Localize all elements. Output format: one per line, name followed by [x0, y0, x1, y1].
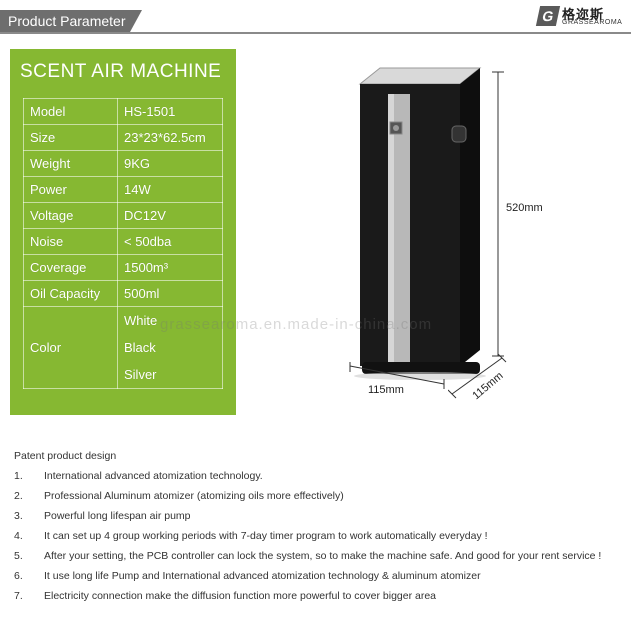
- item-number: 7.: [14, 590, 23, 602]
- spec-key: Power: [23, 176, 118, 203]
- height-label: 520mm: [506, 202, 543, 214]
- color-option: Black: [124, 340, 156, 355]
- list-item: 5. After your setting, the PCB controlle…: [14, 546, 620, 566]
- color-option: White: [124, 313, 158, 328]
- spec-value: 500ml: [117, 280, 223, 307]
- item-number: 2.: [14, 490, 23, 502]
- logo-mark-icon: G: [535, 6, 561, 26]
- table-row: Color White Black Silver: [23, 306, 223, 389]
- table-row: Coverage 1500m³: [23, 254, 223, 281]
- list-item: 7. Electricity connection make the diffu…: [14, 586, 620, 606]
- width-dimension-line: [349, 362, 445, 389]
- list-item: 1. International advanced atomization te…: [14, 466, 620, 486]
- spec-key: Noise: [23, 228, 118, 255]
- item-text: Electricity connection make the diffusio…: [44, 590, 437, 602]
- spec-table: Model HS-1501 Size 23*23*62.5cm Weight 9…: [23, 98, 223, 389]
- spec-key: Weight: [23, 150, 118, 177]
- spec-value: DC12V: [117, 202, 223, 229]
- header-divider: [0, 32, 631, 34]
- feature-intro: Patent product design: [14, 450, 117, 462]
- item-text: International advanced atomization techn…: [44, 470, 263, 482]
- list-item: 3. Powerful long lifespan air pump: [14, 506, 620, 526]
- machine-illustration: [354, 67, 486, 380]
- spec-value: 23*23*62.5cm: [117, 124, 223, 151]
- item-number: 4.: [14, 530, 23, 542]
- table-row: Oil Capacity 500ml: [23, 280, 223, 307]
- height-dimension-line: [492, 71, 504, 357]
- item-number: 6.: [14, 570, 23, 582]
- watermark: grassearoma.en.made-in-china.com: [160, 316, 433, 333]
- list-item: 2. Professional Aluminum atomizer (atomi…: [14, 486, 620, 506]
- width-label: 115mm: [368, 384, 404, 396]
- spec-key: Voltage: [23, 202, 118, 229]
- header-slash-decor: [130, 10, 142, 32]
- section-header: Product Parameter: [0, 10, 130, 32]
- depth-dimension-line: [448, 353, 507, 399]
- item-number: 1.: [14, 470, 23, 482]
- item-text: After your setting, the PCB controller c…: [44, 550, 602, 562]
- spec-title: SCENT AIR MACHINE: [20, 61, 222, 82]
- item-text: It can set up 4 group working periods wi…: [44, 530, 488, 542]
- color-options: White Black Silver: [117, 306, 223, 389]
- table-row: Size 23*23*62.5cm: [23, 124, 223, 151]
- spec-value: 14W: [117, 176, 223, 203]
- spec-key: Size: [23, 124, 118, 151]
- spec-value: 1500m³: [117, 254, 223, 281]
- spec-key: Oil Capacity: [23, 280, 118, 307]
- logo-chinese-name: 格迩斯: [562, 7, 605, 22]
- spec-value: HS-1501: [117, 98, 223, 125]
- table-row: Voltage DC12V: [23, 202, 223, 229]
- machine-handle: [451, 125, 467, 143]
- table-row: Power 14W: [23, 176, 223, 203]
- item-number: 5.: [14, 550, 23, 562]
- machine-top-face: [358, 67, 482, 85]
- spec-value: 9KG: [117, 150, 223, 177]
- spec-value: < 50dba: [117, 228, 223, 255]
- list-item: 6. It use long life Pump and Internation…: [14, 566, 620, 586]
- spec-key: Color: [23, 306, 118, 389]
- section-title: Product Parameter: [8, 13, 126, 29]
- table-row: Noise < 50dba: [23, 228, 223, 255]
- color-option: Silver: [124, 367, 157, 382]
- logo-english-name: GRASSEAROMA: [562, 19, 623, 26]
- spec-panel: SCENT AIR MACHINE Model HS-1501 Size 23*…: [10, 49, 236, 415]
- table-row: Weight 9KG: [23, 150, 223, 177]
- item-text: Powerful long lifespan air pump: [44, 510, 191, 522]
- item-text: Professional Aluminum atomizer (atomizin…: [44, 490, 344, 502]
- machine-right-side: [460, 68, 480, 366]
- item-number: 3.: [14, 510, 23, 522]
- item-text: It use long life Pump and International …: [44, 570, 481, 582]
- spec-key: Coverage: [23, 254, 118, 281]
- list-item: 4. It can set up 4 group working periods…: [14, 526, 620, 546]
- machine-base: [362, 362, 480, 374]
- table-row: Model HS-1501: [23, 98, 223, 125]
- brand-logo: G 格迩斯 GRASSEAROMA: [535, 4, 628, 30]
- spec-key: Model: [23, 98, 118, 125]
- feature-list: Patent product design 1. International a…: [14, 446, 620, 606]
